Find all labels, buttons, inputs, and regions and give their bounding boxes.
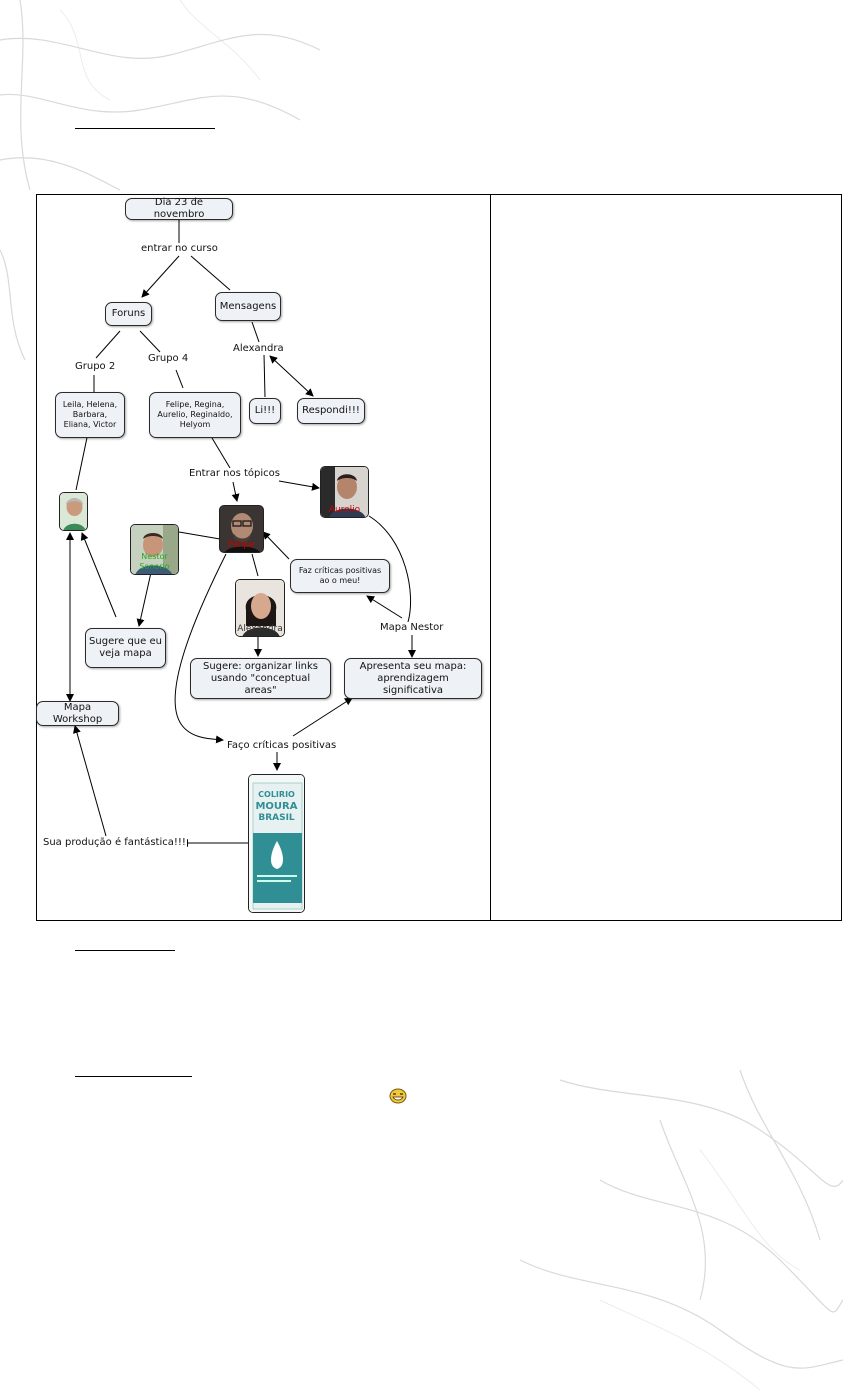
table-column-divider (490, 195, 491, 921)
concept-map-connectors (66, 220, 416, 847)
photo-caption-felipe: Felipe (228, 540, 255, 550)
photo-grupo-2 (59, 492, 88, 531)
photo-aurelio: Aurelio (320, 466, 369, 518)
photo-felipe: Felipe (219, 505, 264, 553)
product-label-line2: MOURA (255, 801, 298, 812)
node-dia-23-novembro: Dia 23 de novembro (125, 197, 233, 220)
node-li: Li!!! (249, 398, 281, 424)
node-sugere-organizar-links: Sugere: organizar links usando "conceptu… (190, 658, 331, 699)
photo-alexandra: Alexandra (235, 579, 285, 637)
product-label-line1: COLIRIO (258, 790, 295, 799)
node-sugere-que-eu-veja-mapa: Sugere que eu veja mapa (85, 628, 166, 668)
product-colirio-box: COLIRIO MOURA BRASIL (248, 774, 305, 913)
label-faco-criticas-positivas: Faço críticas positivas (226, 740, 338, 752)
product-label-line3: BRASIL (258, 813, 295, 823)
heading-rule-3 (75, 1076, 192, 1077)
person-portrait-icon (321, 467, 368, 517)
label-grupo-4: Grupo 4 (147, 353, 190, 365)
eye-drop-product-icon (249, 775, 304, 912)
photo-caption-aurelio: Aurelio (328, 505, 361, 515)
table-frame (36, 194, 842, 921)
photo-caption-alexandra: Alexandra (237, 624, 283, 634)
label-sua-producao: Sua produção é fantástica!!! (42, 837, 187, 849)
heading-rule-2 (75, 950, 175, 951)
label-entrar-no-curso: entrar no curso (140, 243, 219, 255)
label-alexandra: Alexandra (232, 343, 285, 355)
node-faz-criticas-positivas: Faz críticas positivas ao o meu! (290, 559, 390, 593)
photo-nestor: Nestor Sonorio (130, 524, 179, 575)
node-respondi: Respondi!!! (297, 398, 365, 424)
label-grupo-2: Grupo 2 (74, 361, 117, 373)
node-mapa-workshop: Mapa Workshop (36, 701, 119, 726)
node-mensagens: Mensagens (215, 292, 281, 321)
label-entrar-nos-topicos: Entrar nos tópicos (188, 468, 281, 480)
person-portrait-icon (236, 580, 284, 636)
label-mapa-nestor: Mapa Nestor (379, 622, 445, 634)
node-grupo-2-members: Leila, Helena, Barbara, Eliana, Victor (55, 392, 125, 438)
person-portrait-icon (60, 493, 87, 530)
node-grupo-4-members: Felipe, Regina, Aurelio, Reginaldo, Hely… (149, 392, 241, 438)
node-apresenta-seu-mapa: Apresenta seu mapa: aprendizagem signifi… (344, 658, 482, 699)
heading-rule-1 (75, 128, 215, 129)
photo-caption-nestor: Nestor Sonorio (139, 552, 170, 571)
node-foruns: Foruns (105, 302, 152, 326)
person-portrait-icon (131, 525, 178, 574)
laughing-emoticon-icon (389, 1088, 407, 1104)
person-portrait-icon (220, 506, 263, 552)
